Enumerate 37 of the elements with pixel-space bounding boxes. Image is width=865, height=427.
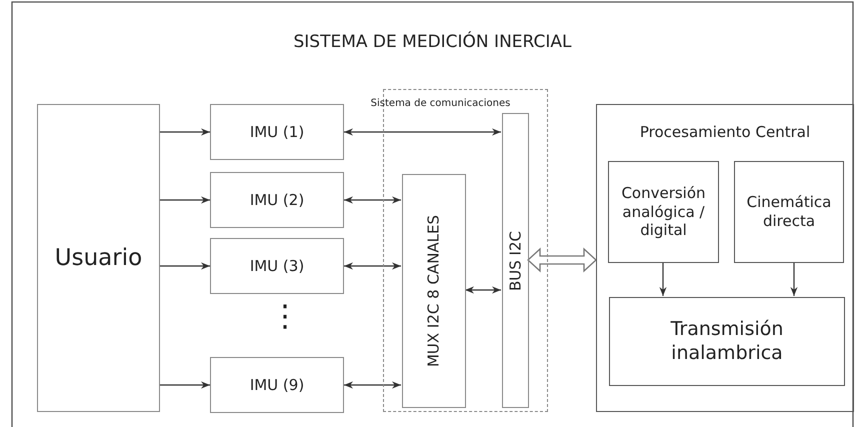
arrow (160, 196, 210, 204)
vertical-box (502, 113, 529, 408)
arrow (160, 262, 210, 270)
arrow (344, 196, 401, 204)
process-box (210, 238, 344, 294)
process-box (609, 297, 845, 386)
box-label: IMU (3) (248, 256, 306, 276)
group-heading: Sistema de comunicaciones (370, 98, 512, 110)
group-box (596, 104, 854, 412)
process-box (210, 172, 344, 228)
arrow (344, 381, 401, 389)
box-label: Transmisión inalambrica (670, 318, 784, 366)
ellipsis-mark: ⋮ (270, 302, 300, 332)
process-box (734, 161, 844, 263)
arrow (160, 381, 210, 389)
process-box (210, 104, 344, 160)
group-heading: Procesamiento Central (638, 123, 812, 142)
arrow (659, 262, 667, 296)
arrow (344, 128, 501, 136)
arrow (344, 262, 401, 270)
process-box (210, 357, 344, 413)
box-label: Usuario (54, 244, 144, 272)
vertical-box (402, 174, 466, 408)
double-arrow (527, 248, 597, 272)
box-label: Cinemática directa (746, 193, 832, 231)
box-label: BUS I2C (506, 230, 525, 290)
box-label: MUX I2C 8 CANALES (424, 214, 444, 368)
box-label: IMU (2) (248, 190, 306, 210)
process-box (37, 104, 160, 412)
diagram-title: SISTEMA DE MEDICIÓN INERCIAL (292, 32, 572, 52)
box-label: Conversión analógica / digital (620, 184, 707, 240)
arrow (465, 286, 501, 294)
box-label: IMU (1) (248, 122, 306, 142)
arrow (790, 262, 798, 296)
process-box (608, 161, 719, 263)
box-label: IMU (9) (248, 376, 306, 394)
arrow (160, 128, 210, 136)
